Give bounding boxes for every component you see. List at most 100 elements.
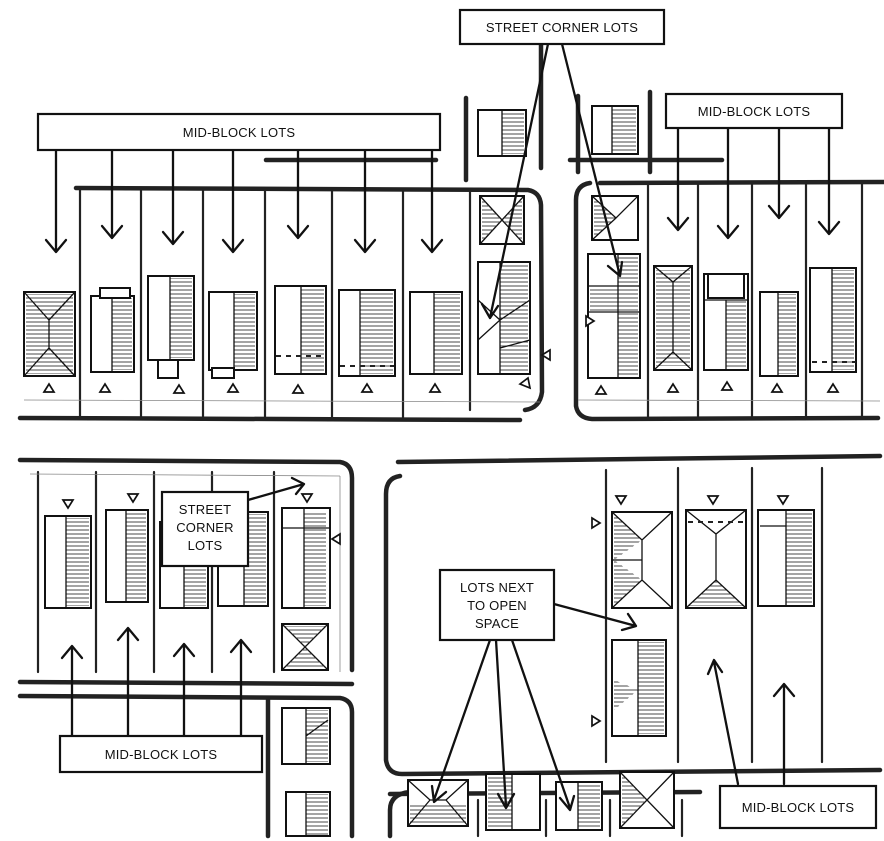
entry-triangle [540,348,551,362]
house [619,771,675,829]
entry-triangle [585,314,596,328]
house-north [591,105,639,155]
arrow [420,148,444,254]
label-open-space: LOTS NEXT TO OPEN SPACE [438,568,556,642]
arrow [767,126,791,220]
entry-triangle [591,714,602,728]
house [274,285,327,375]
entry-triangle [42,382,56,393]
label-text: MID-BLOCK LOTS [698,104,811,119]
house [757,509,815,607]
arrow [60,644,84,738]
house [685,509,747,609]
arrow [246,476,306,502]
arrow [161,148,185,246]
arrow [494,638,516,810]
arrow [716,126,740,240]
house [809,267,857,373]
entry-triangle [126,493,140,504]
label-text: MID-BLOCK LOTS [183,125,296,140]
arrow [510,638,576,812]
label-text: CORNER [176,520,234,535]
corner-house [611,511,673,609]
entry-triangle [826,382,840,393]
entry-triangle [98,382,112,393]
label-text: TO OPEN [467,598,527,613]
arrow [100,148,124,240]
entry-triangle [706,495,720,506]
arrow [172,642,196,738]
entry-triangle [300,493,314,504]
house-north [477,109,527,157]
corner-house [587,253,641,379]
house [759,291,799,377]
house [338,289,396,377]
arrow [706,658,740,786]
entry-triangle [776,495,790,506]
entry-triangle [61,499,75,510]
entry-triangle [518,376,532,390]
entry-triangle [720,380,734,391]
arrow [353,148,377,254]
entry-markers [42,314,840,728]
arrow [552,602,638,632]
arrow [116,626,140,738]
house [653,265,693,371]
entry-triangle [226,382,240,393]
arrow [430,638,492,804]
house [90,287,135,373]
buildings [23,105,857,837]
house [285,791,331,837]
entry-triangle [291,383,305,394]
house [44,515,92,609]
label-street-corner-top: STREET CORNER LOTS [458,8,666,46]
label-street-corner-middle: STREET CORNER LOTS [160,490,250,568]
entry-triangle [591,516,602,530]
house-north [479,195,525,245]
setback-lines [37,96,863,640]
house [485,773,541,831]
house [409,291,463,375]
label-text: MID-BLOCK LOTS [105,747,218,762]
house [281,707,331,765]
house [208,291,258,379]
arrows [44,42,841,812]
label-text: MID-BLOCK LOTS [742,800,855,815]
entry-triangle [360,382,374,393]
corner-house [281,507,331,609]
entry-triangle [594,384,608,395]
label-text: STREET [179,502,231,517]
label-text: SPACE [475,616,519,631]
entry-triangle [614,495,628,506]
house [281,623,329,671]
entry-triangle [428,382,442,393]
arrow [772,682,796,786]
label-text: STREET CORNER LOTS [486,20,638,35]
arrow [817,126,841,236]
house [703,273,749,371]
entry-triangle [330,532,341,546]
arrow [44,148,68,254]
arrow [221,148,245,254]
house [147,275,195,379]
house [611,639,667,737]
corner-house [591,195,639,241]
arrow [560,42,624,278]
house [105,509,149,603]
house [23,291,76,377]
streets [17,37,884,839]
corner-house [477,261,531,375]
entry-triangle [172,383,186,394]
label-mid-block-top-left: MID-BLOCK LOTS [36,112,442,152]
arrow [286,148,310,240]
entry-triangle [770,382,784,393]
arrow [229,638,253,738]
arrow [480,42,550,320]
label-mid-block-bottom-right: MID-BLOCK LOTS [718,784,878,830]
label-text: LOTS NEXT [460,580,534,595]
label-mid-block-bottom-left: MID-BLOCK LOTS [58,734,264,774]
arrow [666,126,690,232]
label-mid-block-top-right: MID-BLOCK LOTS [664,92,844,130]
label-text: LOTS [188,538,223,553]
